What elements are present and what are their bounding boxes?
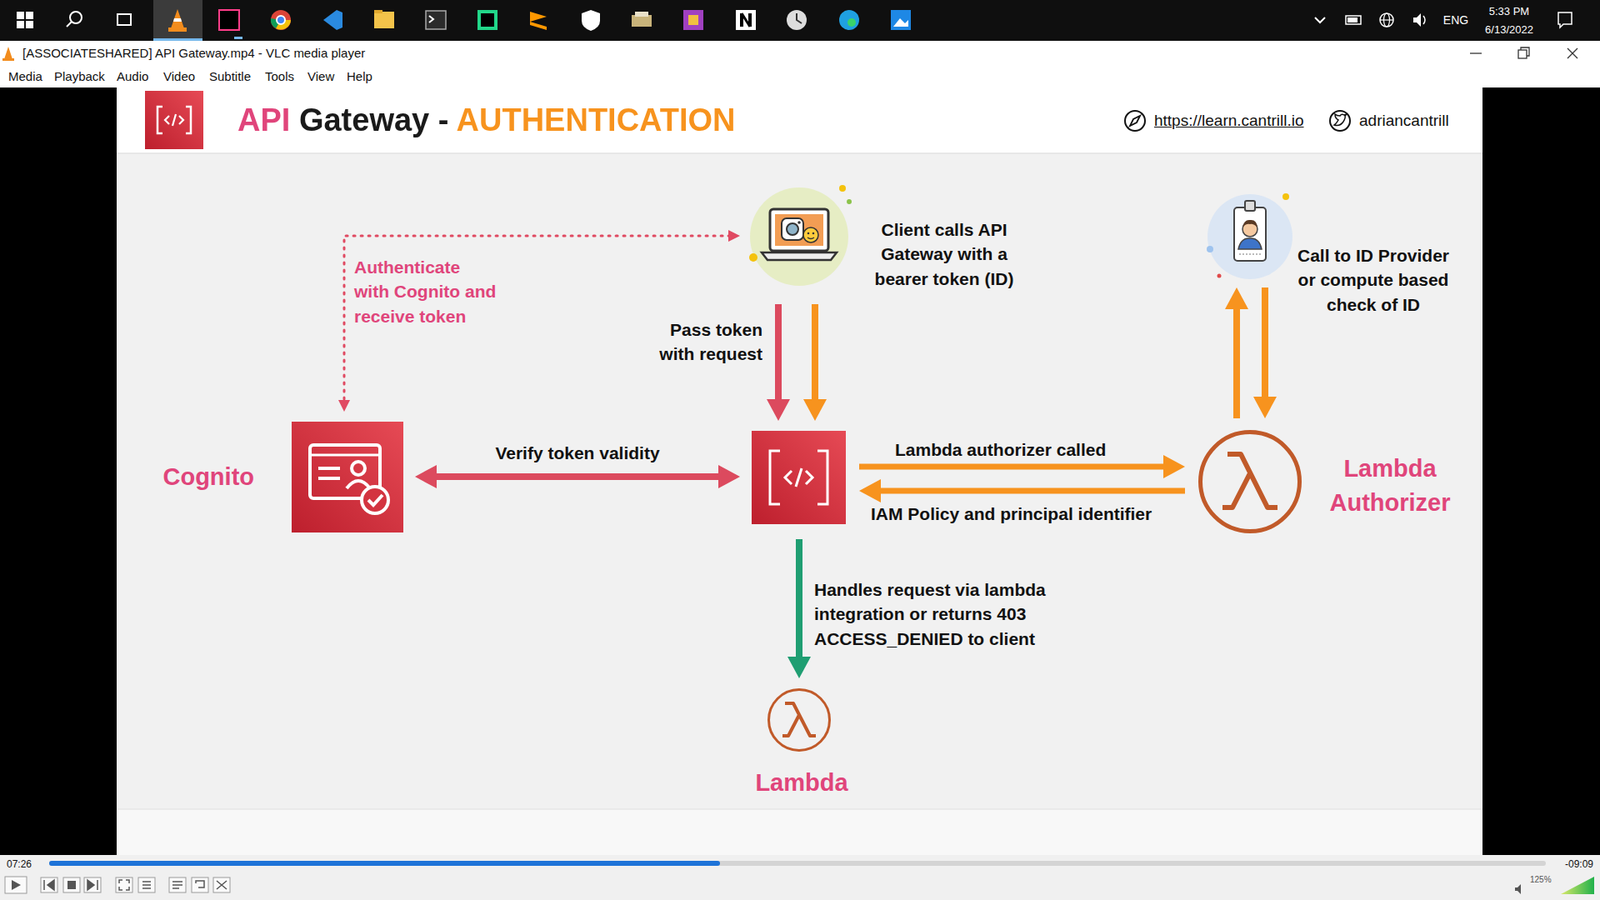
remaining-time: -09:09 (1565, 858, 1594, 870)
node-label: Lambda Authorizer (1310, 451, 1470, 520)
edge-label: IAM Policy and principal identifier (870, 501, 1152, 526)
window-title: [ASSOCIATESHARED] API Gateway.mp4 - VLC … (22, 45, 365, 61)
api-gateway-icon (751, 430, 846, 525)
menu-item: Audio (116, 69, 149, 85)
edge-label: Verify token validity (495, 440, 660, 465)
api-gateway-logo (145, 90, 204, 150)
slide-title: API Gateway - AUTHENTICATION (237, 101, 736, 140)
node-label: Client calls API Gateway with a bearer t… (856, 217, 1032, 291)
lambda-circle: Lambda (767, 688, 831, 752)
menu-item: Subtitle (209, 69, 251, 85)
clock-time: 5:33 PM (1489, 5, 1530, 19)
connector (859, 479, 1185, 503)
cognito-box: Cognito (291, 421, 404, 533)
menu-item: View (307, 69, 335, 85)
edge-label: Lambda authorizer called (895, 437, 1106, 462)
edge-label: Authenticate with Cognito and receive to… (354, 255, 498, 329)
laptop-illustration (750, 187, 849, 286)
connector (1225, 287, 1249, 419)
node-label: Call to ID Provider or compute based che… (1294, 243, 1453, 317)
clock-date: 6/13/2022 (1485, 23, 1534, 37)
menu-item: Help (346, 69, 373, 85)
connector (415, 465, 740, 489)
connector (787, 539, 811, 679)
cognito-icon (291, 421, 404, 533)
menu-item: Media (8, 69, 43, 85)
edge-label: Pass token with request (645, 317, 763, 367)
menu-item: Video (163, 69, 195, 85)
language-indicator: ENG (1443, 13, 1469, 28)
connector (766, 304, 790, 421)
id-provider-circle: Call to ID Provider or compute based che… (1207, 194, 1293, 280)
elapsed-time: 07:26 (6, 858, 32, 870)
lambda-symbol (1202, 434, 1298, 530)
connector (803, 304, 827, 421)
twitter-icon (1330, 110, 1350, 131)
id-badge-illustration (1207, 194, 1293, 280)
connector (1253, 287, 1277, 419)
player-controls (0, 855, 1600, 900)
volume-level: 125% (1530, 875, 1552, 885)
lambda-symbol (770, 690, 829, 750)
node-label: Cognito (162, 460, 255, 495)
menu-item: Playback (54, 69, 105, 85)
twitter-handle: adriancantrill (1359, 111, 1450, 131)
api-gateway-box (751, 430, 846, 525)
lambda-authorizer-circle: Lambda Authorizer (1198, 430, 1302, 534)
menu-item: Tools (265, 69, 295, 85)
edge-label: Handles request via lambda integration o… (814, 577, 1094, 651)
taskbar (0, 0, 1600, 41)
client-circle: Client calls API Gateway with a bearer t… (750, 187, 849, 286)
window-chrome (0, 40, 1600, 88)
compass-icon (1125, 110, 1145, 131)
site-link: https://learn.cantrill.io (1154, 111, 1305, 131)
node-label: Lambda (755, 765, 848, 800)
slide-background (0, 87, 1600, 855)
